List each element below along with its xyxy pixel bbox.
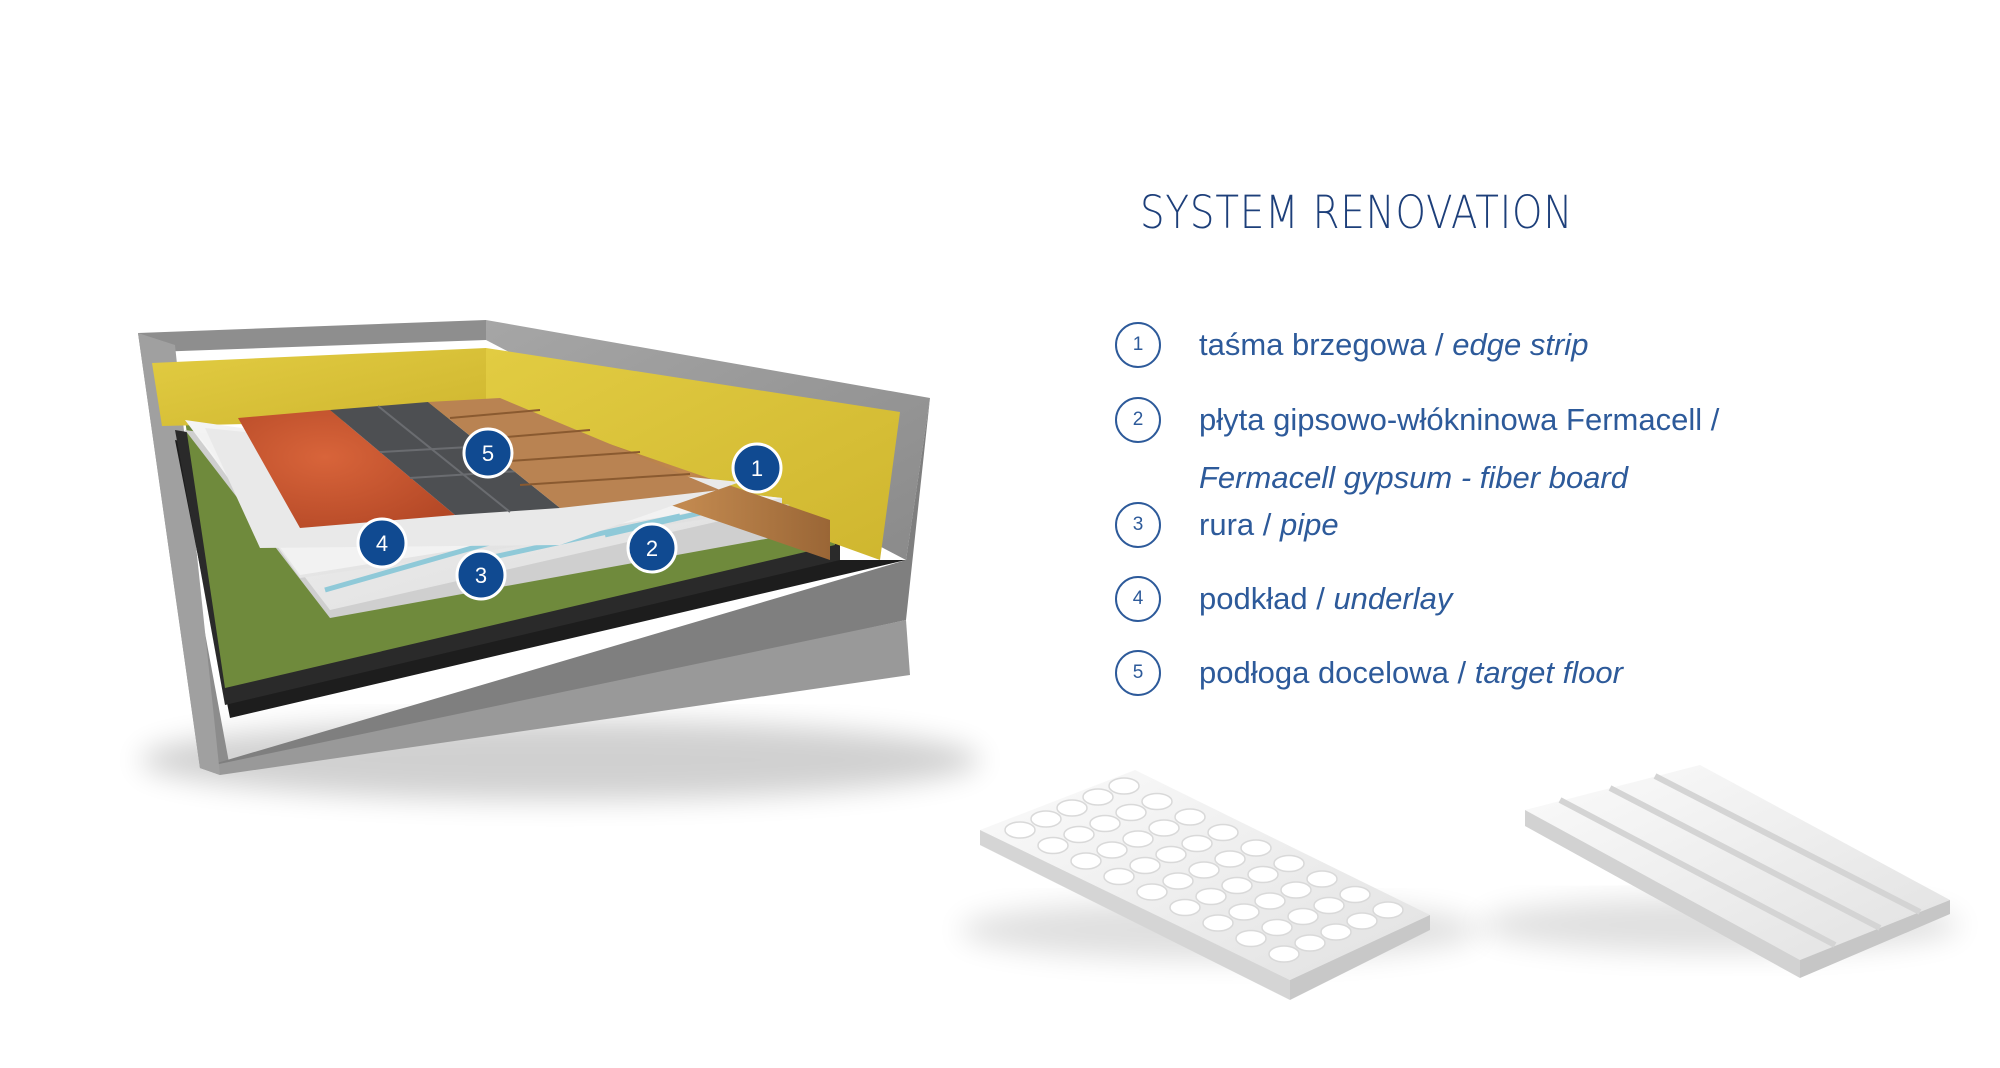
legend-number-circle: 3 (1115, 502, 1161, 548)
badge-5: 5 (462, 427, 514, 479)
stud-dimple (1174, 808, 1206, 826)
stud-dimple (1136, 883, 1168, 901)
stud-dimple (1169, 898, 1201, 917)
stud-dimple (1346, 912, 1378, 930)
yellow-edge-strip-right (486, 348, 900, 560)
stud-dimple (1030, 810, 1062, 828)
legend-item-4: 4 podkład / underlay (1115, 576, 1452, 628)
tile-floor (330, 402, 560, 515)
legend-item-5: 5 podłoga docelowa / target floor (1115, 650, 1623, 702)
stud-dimple (1082, 788, 1114, 806)
stud-dimple (1195, 887, 1227, 906)
stud-dimple (1202, 914, 1234, 932)
stud-dimple (1339, 885, 1371, 904)
stud-dimple (1254, 892, 1286, 910)
stud-dimple (1247, 865, 1279, 884)
stud-dimple (1320, 923, 1352, 941)
legend-label-english: pipe (1279, 507, 1339, 542)
stud-dimple (1372, 901, 1404, 919)
badge-1: 1 (731, 442, 783, 494)
legend-number-circle: 4 (1115, 576, 1161, 622)
badge-3-label: 3 (475, 563, 487, 588)
terracotta-floor (238, 410, 455, 528)
stud-dimple (1240, 839, 1272, 857)
stud-dimple (1056, 799, 1088, 817)
badge-5-label: 5 (482, 441, 494, 466)
stud-dimple (1004, 821, 1036, 839)
legend-label-polish: rura / (1199, 507, 1280, 542)
stud-dimple (1228, 903, 1260, 921)
stud-dimple (1280, 881, 1312, 899)
stud-dimple (1235, 929, 1267, 948)
stud-dimple (1181, 834, 1213, 853)
legend-item-3: 3 rura / pipe (1115, 502, 1339, 554)
legend-label-polish: podkład / (1199, 581, 1334, 616)
badge-2-label: 2 (646, 536, 658, 561)
stud-dimple (1294, 934, 1326, 952)
stud-dimple (1188, 861, 1220, 879)
stud-dimple (1141, 792, 1173, 811)
stud-dimple (1070, 852, 1102, 870)
stud-dimple (1037, 836, 1069, 855)
stud-dimple (1273, 854, 1305, 873)
concrete-back-rim (138, 320, 486, 352)
studded-panel-product (960, 770, 1480, 1000)
legend-label-english: edge strip (1452, 327, 1589, 362)
legend-label: podkład / underlay (1199, 570, 1452, 628)
legend-label-polish: płyta gipsowo-włókninowa Fermacell / (1199, 402, 1720, 437)
stud-dimple (1096, 841, 1128, 859)
wood-floor (428, 398, 720, 508)
stud-dimple (1103, 867, 1135, 886)
stud-dimple (1155, 845, 1187, 864)
stud-dimple (1268, 945, 1300, 963)
legend-number-circle: 2 (1115, 397, 1161, 443)
concrete-front-face (200, 620, 910, 775)
stud-dimple (1162, 872, 1194, 890)
legend-label-english: Fermacell gypsum - fiber board (1199, 460, 1628, 495)
stud-dimple (1108, 777, 1140, 795)
stud-dimple (1115, 803, 1147, 822)
badge-1-label: 1 (751, 456, 763, 481)
legend-number-circle: 1 (1115, 322, 1161, 368)
grooved-panel-product (1480, 765, 1960, 978)
badge-4-label: 4 (376, 531, 388, 556)
legend-label-english: target floor (1474, 655, 1623, 690)
legend-label: taśma brzegowa / edge strip (1199, 316, 1588, 374)
badge-4: 4 (356, 517, 408, 569)
stud-dimple (1063, 825, 1095, 844)
legend-label-polish: podłoga docelowa / (1199, 655, 1475, 690)
legend-label: rura / pipe (1199, 496, 1339, 554)
legend-item-1: 1 taśma brzegowa / edge strip (1115, 322, 1588, 374)
stud-dimple (1313, 896, 1345, 915)
legend-label-polish: taśma brzegowa / (1199, 327, 1453, 362)
legend-label-english: underlay (1333, 581, 1453, 616)
stud-dimple (1287, 907, 1319, 926)
stud-dimple (1214, 850, 1246, 868)
badge-3: 3 (455, 549, 507, 601)
legend-label: płyta gipsowo-włókninowa Fermacell / Fer… (1199, 391, 1719, 507)
legend-number-circle: 5 (1115, 650, 1161, 696)
stud-dimple (1306, 870, 1338, 888)
stud-dimple (1089, 814, 1121, 833)
legend-item-2: 2 płyta gipsowo-włókninowa Fermacell / Fe… (1115, 397, 1719, 507)
page-title: SYSTEM RENOVATION (1140, 186, 1574, 239)
stud-dimple (1148, 819, 1180, 837)
stud-dimple (1207, 823, 1239, 842)
legend-label: podłoga docelowa / target floor (1199, 644, 1623, 702)
stud-dimple (1122, 830, 1154, 848)
badge-2: 2 (626, 522, 678, 574)
stud-dimple (1261, 918, 1293, 937)
stud-dimple (1129, 856, 1161, 875)
stud-dimple (1221, 876, 1253, 895)
